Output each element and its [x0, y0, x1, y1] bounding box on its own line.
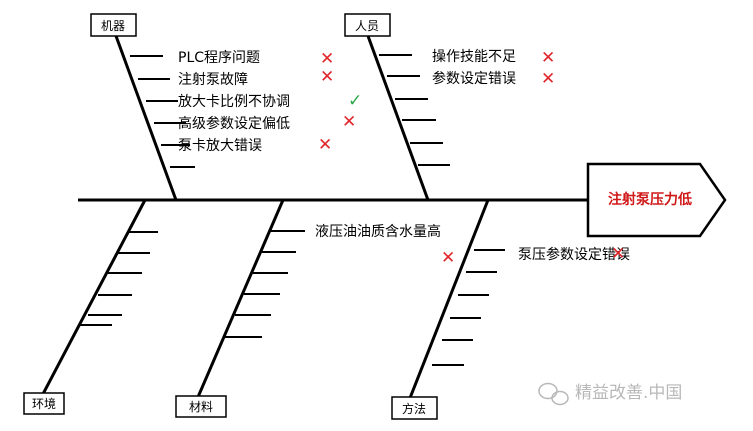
cross-mark: ✕ [320, 49, 334, 69]
cross-mark: ✕ [342, 112, 356, 132]
cause-text: 注射泵故障 [178, 72, 248, 88]
machine-ribs [130, 55, 195, 168]
cross-mark: ✕ [541, 69, 555, 89]
cross-mark: ✕ [318, 135, 332, 155]
check-mark: ✓ [348, 91, 362, 111]
category-method: 方法 [391, 396, 438, 420]
category-people: 人员 [344, 13, 391, 37]
bone-machine [114, 35, 178, 201]
category-environment: 环境 [23, 392, 65, 415]
head-label: 注射泵压力低 [608, 191, 692, 208]
cross-mark: ✕ [441, 248, 455, 268]
cause-text: 放大卡比例不协调 [178, 94, 290, 110]
cause-text: 参数设定错误 [432, 70, 516, 87]
bone-method [408, 199, 490, 399]
head-box [586, 162, 727, 238]
watermark: 精益改善.中国 [538, 382, 682, 406]
cause-text: 操作技能不足 [432, 49, 516, 65]
svg-text:环境: 环境 [32, 396, 56, 411]
cause-text: 泵卡放大错误 [178, 138, 262, 154]
svg-text:方法: 方法 [402, 401, 426, 416]
svg-text:机器: 机器 [101, 19, 125, 33]
cross-mark: ✕ [320, 67, 334, 87]
people-ribs [379, 54, 450, 166]
svg-text:材料: 材料 [189, 400, 213, 414]
cause-text: PLC程序问题 [178, 50, 260, 66]
material-ribs [225, 230, 305, 338]
svg-text:人员: 人员 [355, 19, 379, 33]
method-ribs [432, 249, 505, 366]
category-machine: 机器 [90, 13, 137, 37]
wechat-icon [538, 382, 569, 406]
cause-text: 高级参数设定偏低 [178, 115, 290, 132]
bone-people [366, 35, 430, 201]
category-material: 材料 [175, 395, 227, 418]
cause-text: 泵压参数设定错误 [518, 246, 630, 263]
environment-ribs [78, 231, 158, 326]
cross-mark: ✕ [541, 48, 555, 68]
bone-environment [41, 199, 147, 395]
bone-material [196, 199, 285, 398]
cross-mark: ✕ [611, 244, 625, 264]
cause-text: 液压油油质含水量高 [315, 223, 441, 240]
watermark-text: 精益改善.中国 [575, 383, 682, 403]
